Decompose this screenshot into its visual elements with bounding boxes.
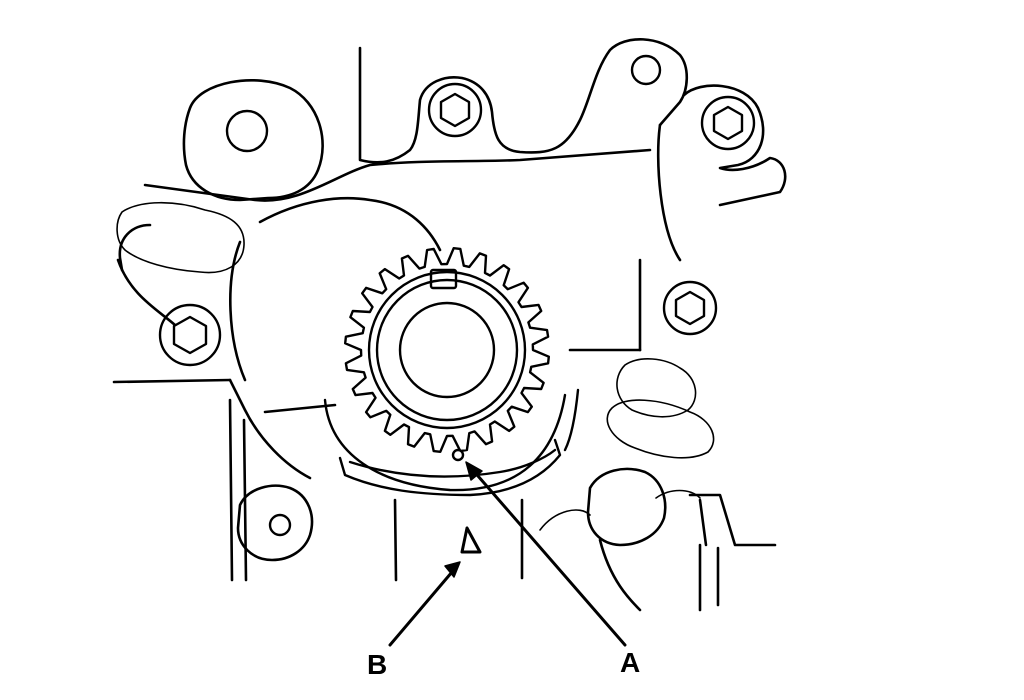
bolt-top-center [427, 82, 483, 138]
sprocket-teeth [344, 247, 550, 453]
bolt-right [662, 280, 718, 336]
round-holes [225, 54, 662, 537]
pointer-mark [460, 526, 482, 554]
bolt-heads [158, 82, 756, 367]
bolt-left [158, 303, 222, 367]
slot-shapes [116, 201, 715, 531]
bolt-top-right [700, 95, 756, 151]
leader-arrows [388, 461, 627, 647]
cover-arcs [323, 388, 580, 497]
block-outline [112, 38, 787, 612]
label-a: A [620, 647, 641, 678]
crankshaft-sprocket [344, 247, 550, 462]
label-b: B [367, 649, 388, 680]
